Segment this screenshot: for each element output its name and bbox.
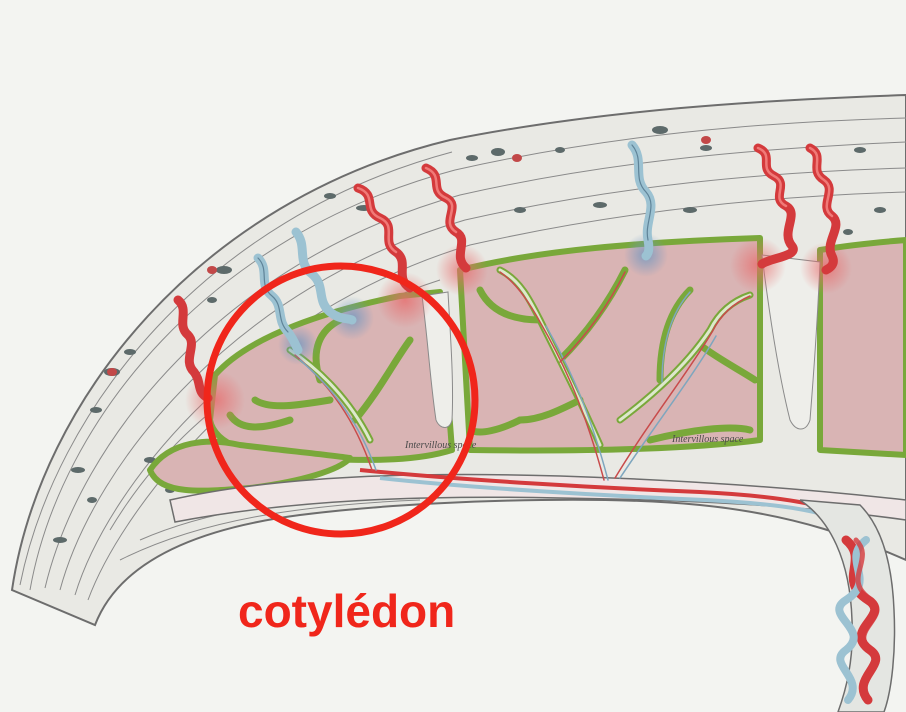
intervillous-space-label-2: Intervillous space bbox=[671, 434, 744, 445]
cotyledon-label: cotylédon bbox=[238, 588, 455, 634]
